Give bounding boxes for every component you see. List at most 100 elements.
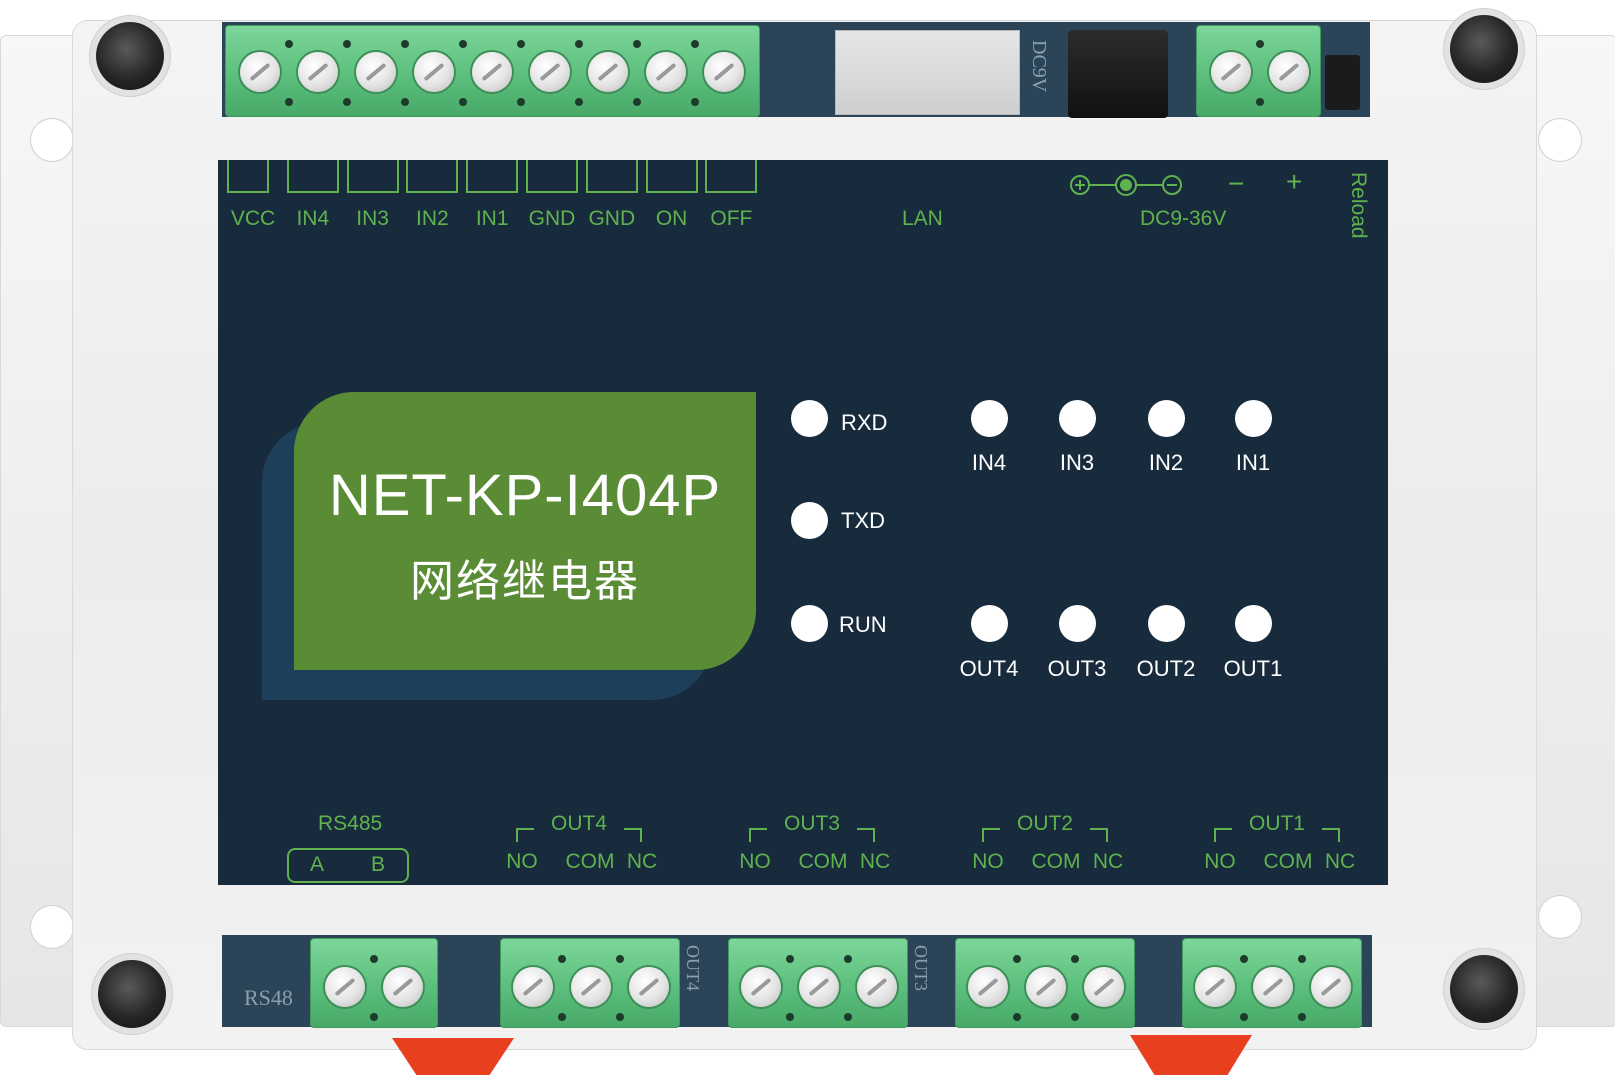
wing-hole-bottom-right <box>1538 895 1582 939</box>
terminal-screw[interactable] <box>857 967 897 1007</box>
terminal-contact <box>691 98 699 106</box>
terminal-marker-box <box>466 160 519 193</box>
terminal-marker-box <box>705 160 758 193</box>
relay-terminal-block[interactable] <box>500 938 680 1028</box>
corner-screw-top-left <box>96 22 164 90</box>
terminal-screw[interactable] <box>414 52 454 92</box>
terminal-screw[interactable] <box>298 52 338 92</box>
product-name-cn: 网络继电器 <box>410 557 640 606</box>
relay-terminal-block[interactable] <box>1182 938 1362 1028</box>
corner-screw-bottom-right <box>1450 955 1518 1023</box>
terminal-contact <box>575 98 583 106</box>
terminal-screw[interactable] <box>968 967 1008 1007</box>
terminal-contact <box>1240 1013 1248 1021</box>
led-label-input: IN4 <box>971 450 1007 475</box>
terminal-contact <box>558 955 566 963</box>
terminal-contact <box>558 1013 566 1021</box>
terminal-screw[interactable] <box>588 52 628 92</box>
terminal-contact <box>1071 955 1079 963</box>
rs485-label: RS485 <box>318 812 383 835</box>
lan-port[interactable] <box>835 30 1020 115</box>
terminal-screw[interactable] <box>1195 967 1235 1007</box>
rs485-board-print: RS48 <box>244 985 293 1010</box>
top-terminal-label: IN2 <box>416 207 449 230</box>
rs485-b-label: B <box>371 853 386 876</box>
din-clip-right[interactable] <box>1130 1035 1252 1075</box>
dc-jack-print: DC9V <box>1028 40 1050 93</box>
led-label-input: IN2 <box>1148 450 1184 475</box>
terminal-contact <box>1240 955 1248 963</box>
terminal-screw[interactable] <box>646 52 686 92</box>
led-input <box>971 400 1008 437</box>
terminal-contact <box>401 40 409 48</box>
led-rxd <box>791 400 828 437</box>
terminal-screw[interactable] <box>571 967 611 1007</box>
terminal-contact <box>1298 955 1306 963</box>
led-label-output: OUT1 <box>1223 656 1283 681</box>
terminal-contact <box>633 98 641 106</box>
relay-contact-label-com: COM <box>798 850 848 873</box>
din-clip-left[interactable] <box>392 1038 514 1075</box>
relay-terminal-block[interactable] <box>728 938 908 1028</box>
rs485-terminal-block[interactable] <box>310 938 438 1028</box>
terminal-screw[interactable] <box>1253 967 1293 1007</box>
led-label-run: RUN <box>839 612 887 637</box>
terminal-contact <box>786 955 794 963</box>
relay-group-label: OUT4 <box>534 812 624 836</box>
reload-button[interactable] <box>1325 55 1360 110</box>
top-terminal-label: IN1 <box>475 207 509 230</box>
corner-screw-bottom-left <box>98 960 166 1028</box>
led-label-input: IN3 <box>1059 450 1095 475</box>
terminal-screw[interactable] <box>513 967 553 1007</box>
terminal-screw[interactable] <box>240 52 280 92</box>
terminal-screw[interactable] <box>799 967 839 1007</box>
relay-contact-label-com: COM <box>1031 850 1081 873</box>
terminal-screw[interactable] <box>704 52 744 92</box>
terminal-screw[interactable] <box>1026 967 1066 1007</box>
terminal-screw[interactable] <box>325 967 365 1007</box>
led-output <box>1059 605 1096 642</box>
terminal-screw[interactable] <box>1211 52 1251 92</box>
terminal-contact <box>1013 1013 1021 1021</box>
relay-terminal-block[interactable] <box>955 938 1135 1028</box>
relay-contact-label-com: COM <box>565 850 615 873</box>
power-terminal-block[interactable] <box>1196 25 1321 117</box>
terminal-screw[interactable] <box>472 52 512 92</box>
led-run <box>791 605 828 642</box>
rs485-bracket <box>287 848 409 883</box>
corner-screw-top-right <box>1450 15 1518 83</box>
top-terminal-block[interactable] <box>225 25 760 117</box>
terminal-screw[interactable] <box>1311 967 1351 1007</box>
power-polarity-icon <box>1070 174 1182 196</box>
led-input <box>1059 400 1096 437</box>
relay-contact-label-nc: NC <box>859 850 891 873</box>
led-output <box>971 605 1008 642</box>
led-label-output: OUT3 <box>1047 656 1107 681</box>
relay-group-label: OUT3 <box>767 812 857 836</box>
top-terminal-label: GND <box>528 207 576 230</box>
terminal-screw[interactable] <box>741 967 781 1007</box>
top-terminal-label: ON <box>655 207 688 230</box>
power-label: DC9-36V <box>1140 207 1227 230</box>
dc-power-jack[interactable] <box>1068 30 1168 118</box>
terminal-contact <box>517 98 525 106</box>
led-input <box>1235 400 1272 437</box>
terminal-screw[interactable] <box>629 967 669 1007</box>
terminal-contact <box>786 1013 794 1021</box>
terminal-screw[interactable] <box>356 52 396 92</box>
wing-hole-top-right <box>1538 118 1582 162</box>
terminal-screw[interactable] <box>383 967 423 1007</box>
terminal-marker-box <box>346 160 399 193</box>
relay-board-print: OUT3 <box>911 945 931 991</box>
terminal-contact <box>616 955 624 963</box>
top-terminal-label: VCC <box>230 207 276 230</box>
terminal-screw[interactable] <box>1269 52 1309 92</box>
led-label-rxd: RXD <box>841 410 888 435</box>
rs485-a-label: A <box>310 853 325 876</box>
reload-label: Reload <box>1347 172 1370 239</box>
led-label-output: OUT4 <box>959 656 1019 681</box>
brand-plate <box>294 392 756 670</box>
relay-group-label: OUT1 <box>1232 812 1322 836</box>
terminal-screw[interactable] <box>530 52 570 92</box>
terminal-screw[interactable] <box>1084 967 1124 1007</box>
